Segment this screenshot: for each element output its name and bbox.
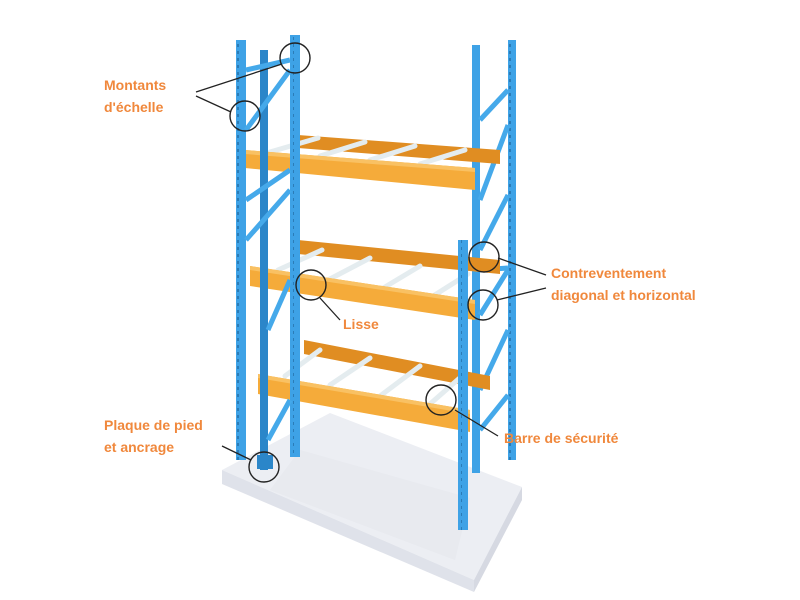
- leader-lines: [195, 63, 547, 461]
- callout-circle-upright-top: [279, 42, 311, 74]
- callout-circle-beam: [295, 269, 327, 301]
- left-ladder-frame: [236, 35, 300, 470]
- label-bracing-line2: diagonal et horizontal: [551, 287, 696, 303]
- label-uprights-line1: Montants: [104, 77, 167, 93]
- callout-circle-safety-bar: [425, 384, 457, 416]
- label-safety-bar-text: Barre de sécurité: [504, 430, 619, 446]
- front-beams: [245, 150, 475, 432]
- callout-circle-bracing-mid: [467, 289, 499, 321]
- label-bracing-line1: Contreventement: [551, 265, 667, 281]
- label-uprights: Montants d'échelle: [104, 74, 166, 118]
- right-ladder-frame: [472, 40, 516, 473]
- label-footplate: Plaque de pied et ancrage: [104, 414, 203, 458]
- label-footplate-line1: Plaque de pied: [104, 417, 203, 433]
- label-uprights-line2: d'échelle: [104, 99, 164, 115]
- label-footplate-line2: et ancrage: [104, 439, 175, 455]
- label-beam: Lisse: [343, 313, 379, 335]
- callout-circle-bracing-top: [468, 241, 500, 273]
- label-beam-text: Lisse: [343, 316, 379, 332]
- callout-circle-footplate: [248, 451, 280, 483]
- label-bracing: Contreventement diagonal et horizontal: [551, 262, 696, 306]
- front-right-upright: [458, 240, 468, 530]
- callout-circle-upright-mid: [229, 100, 261, 132]
- callout-markers: [229, 42, 500, 483]
- label-safety-bar: Barre de sécurité: [504, 427, 618, 449]
